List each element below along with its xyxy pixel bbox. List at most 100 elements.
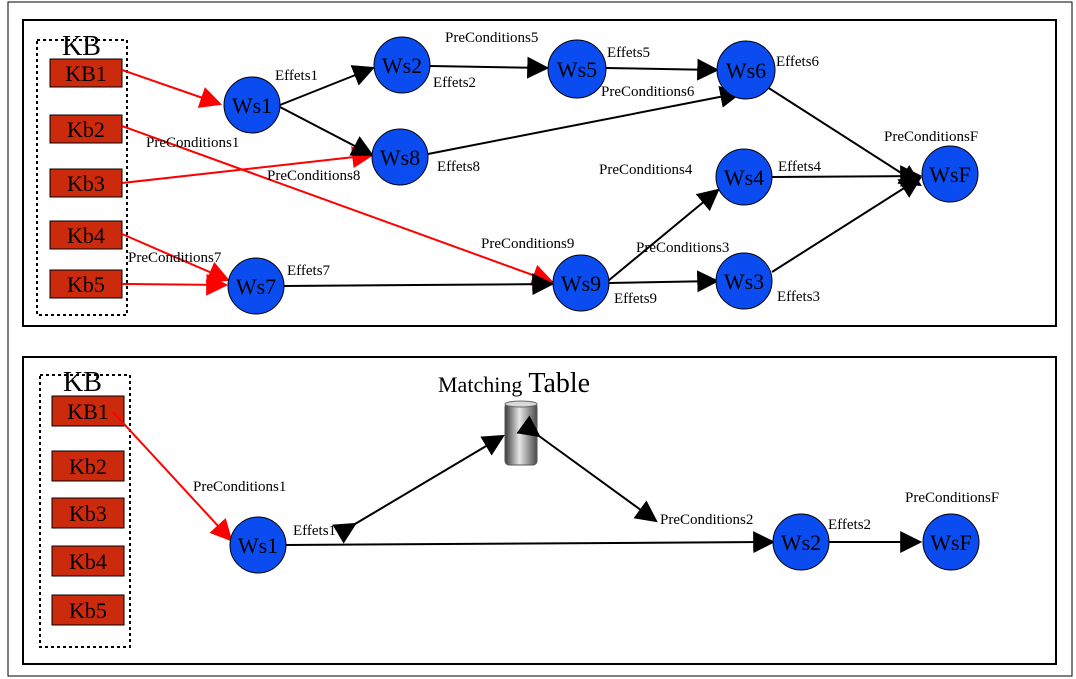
kb-item-label: Kb3 bbox=[67, 171, 105, 196]
top-panel-border bbox=[22, 19, 1057, 327]
node-ws8 bbox=[371, 128, 429, 186]
matching-table-title-big: Table bbox=[528, 368, 590, 399]
kb-item-label: Kb4 bbox=[69, 549, 107, 574]
kb-item bbox=[51, 395, 125, 427]
node-label: Ws1 bbox=[238, 533, 278, 558]
edge-label: PreConditions2 bbox=[660, 512, 753, 528]
database-icon bbox=[504, 400, 538, 466]
node-label: Ws4 bbox=[724, 165, 764, 190]
edge-kb1-ws1 bbox=[121, 69, 223, 108]
node-label: WsF bbox=[929, 162, 971, 187]
edge-ws4-wsf bbox=[771, 165, 923, 188]
edge-ws1-ws8 bbox=[279, 106, 374, 157]
node-label: Ws7 bbox=[236, 274, 276, 299]
kb-item-label: Kb2 bbox=[67, 117, 105, 142]
node-label: Ws3 bbox=[724, 269, 764, 294]
outer-frame bbox=[7, 1, 1073, 677]
edge-label: PreConditions1 bbox=[193, 479, 286, 495]
edge-label: Effets2 bbox=[433, 75, 476, 91]
edge-ws1-ws2 bbox=[279, 65, 376, 106]
edge-ws2-ws5 bbox=[429, 56, 550, 79]
edge-ws1-ws2 bbox=[285, 531, 776, 554]
edge-label: Effets5 bbox=[607, 45, 650, 61]
kb-item bbox=[49, 220, 123, 250]
kb-item-label: Kb4 bbox=[67, 223, 105, 248]
edge-ws1-matching-table bbox=[332, 434, 505, 544]
node-label: Ws2 bbox=[781, 530, 821, 555]
edge-label: PreConditions1 bbox=[146, 135, 239, 151]
edge-label: Effets2 bbox=[828, 517, 871, 533]
matching-table-title-small: Matching bbox=[438, 372, 522, 397]
node-ws3 bbox=[715, 252, 773, 310]
kb-item-label: KB1 bbox=[67, 399, 109, 424]
kb-item-label: Kb5 bbox=[69, 598, 107, 623]
edge-label: PreConditions4 bbox=[599, 162, 693, 178]
node-label: WsF bbox=[930, 530, 972, 555]
node-label: Ws1 bbox=[232, 93, 272, 118]
edge-label: Effets1 bbox=[275, 68, 318, 84]
edge-ws5-ws6 bbox=[605, 58, 720, 81]
kb-item bbox=[51, 497, 125, 529]
edge-label: Effets3 bbox=[777, 289, 820, 305]
edge-label: PreConditionsF bbox=[905, 490, 999, 506]
edge-label: PreConditionsF bbox=[884, 129, 978, 145]
node-ws6 bbox=[716, 40, 776, 100]
node-label: Ws5 bbox=[557, 57, 597, 82]
node-ws4 bbox=[715, 148, 773, 206]
kb-group-top: KB KB1 Kb2 Kb3 Kb4 Kb5 bbox=[36, 31, 128, 316]
edge-label: PreConditions3 bbox=[636, 240, 729, 256]
kb-item-label: Kb3 bbox=[69, 501, 107, 526]
kb-item bbox=[51, 545, 125, 577]
kb-item bbox=[51, 450, 125, 482]
edge-label: PreConditions6 bbox=[601, 84, 695, 100]
node-wsf bbox=[921, 145, 979, 203]
edge-ws6-wsf bbox=[763, 84, 922, 187]
kb-dotted-box bbox=[39, 374, 131, 648]
node-label: Ws6 bbox=[726, 58, 766, 83]
node-label: Ws9 bbox=[561, 271, 601, 296]
kb-dotted-box bbox=[36, 39, 128, 316]
edge-label: PreConditions9 bbox=[481, 236, 574, 252]
node-ws1 bbox=[223, 76, 281, 134]
edge-label: Effets6 bbox=[776, 54, 820, 70]
node-ws9 bbox=[552, 254, 610, 312]
bottom-panel-border bbox=[22, 356, 1057, 665]
node-wsf bbox=[922, 513, 980, 571]
kb-item bbox=[49, 58, 123, 88]
edge-label: Effets9 bbox=[614, 291, 657, 307]
edge-label: Effets8 bbox=[437, 159, 480, 175]
edge-ws9-ws3 bbox=[607, 270, 720, 293]
kb-item-label: Kb5 bbox=[67, 272, 105, 297]
edge-ws3-wsf bbox=[771, 176, 922, 273]
kb-item bbox=[51, 594, 125, 626]
kb-title: KB bbox=[63, 367, 102, 398]
top-panel: KB KB1 Kb2 Kb3 Kb4 Kb5 bbox=[22, 19, 1057, 327]
node-ws7 bbox=[227, 257, 285, 315]
node-ws5 bbox=[547, 39, 607, 99]
edge-ws9-ws4 bbox=[607, 188, 720, 282]
edge-label: Effets1 bbox=[293, 523, 336, 539]
edge-ws8-ws6 bbox=[427, 86, 743, 155]
kb-item-label: KB1 bbox=[65, 61, 107, 86]
kb-item bbox=[49, 168, 123, 198]
kb-item-label: Kb2 bbox=[69, 454, 107, 479]
node-ws2 bbox=[772, 513, 830, 571]
node-ws2 bbox=[373, 36, 431, 94]
node-ws1 bbox=[229, 516, 287, 574]
kb-group-bottom: KB KB1 Kb2 Kb3 Kb4 Kb5 bbox=[39, 367, 131, 648]
edge-label: PreConditions5 bbox=[445, 30, 538, 46]
edge-label: PreConditions7 bbox=[128, 250, 222, 266]
node-label: Ws8 bbox=[380, 145, 420, 170]
edge-kb3-ws8 bbox=[121, 146, 375, 184]
edge-kb4-ws7 bbox=[121, 233, 231, 283]
edge-matching-table-ws2 bbox=[516, 415, 658, 523]
kb-item bbox=[49, 114, 123, 144]
node-label: Ws2 bbox=[382, 53, 422, 78]
edge-label: PreConditions8 bbox=[267, 168, 360, 184]
edge-kb5-ws7 bbox=[121, 273, 229, 296]
kb-title: KB bbox=[62, 31, 101, 62]
edge-kb2-ws9 bbox=[121, 125, 555, 286]
